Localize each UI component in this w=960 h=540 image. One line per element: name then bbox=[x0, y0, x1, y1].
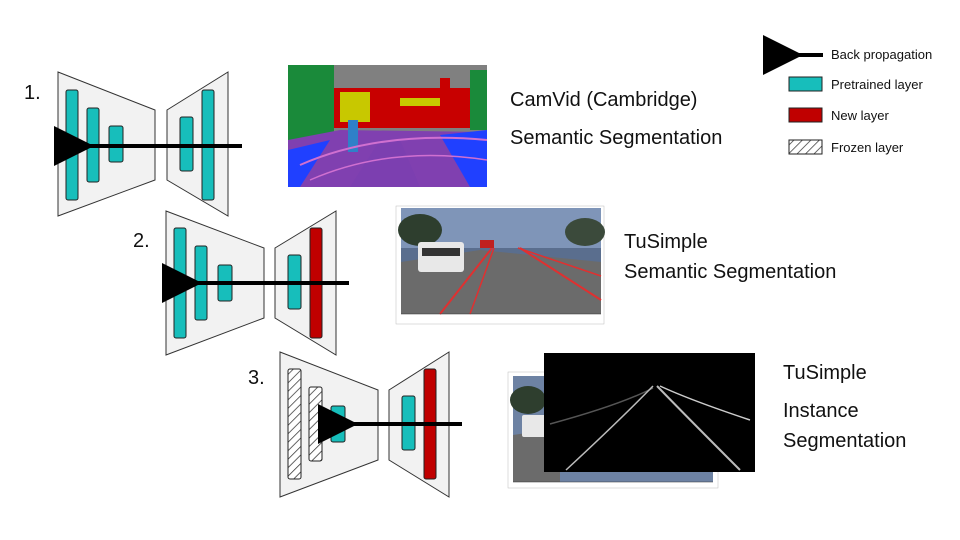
legend-backprop-label: Back propagation bbox=[831, 47, 933, 62]
row2-number: 2. bbox=[133, 230, 150, 252]
legend-pretrained-label: Pretrained layer bbox=[831, 77, 923, 92]
row2-title-line2: Semantic Segmentation bbox=[624, 261, 837, 283]
row3-number: 3. bbox=[248, 367, 265, 389]
row1-network bbox=[53, 71, 242, 217]
legend-new-swatch bbox=[788, 107, 823, 123]
row3-title-line1: TuSimple bbox=[783, 362, 867, 384]
legend-pretrained-swatch bbox=[788, 76, 823, 92]
row2-road-image bbox=[395, 205, 605, 325]
row1-title-line2: Semantic Segmentation bbox=[510, 127, 723, 149]
row1-title-line1: CamVid (Cambridge) bbox=[510, 89, 698, 111]
row3-enc-layer-3 bbox=[330, 405, 346, 443]
legend-frozen-swatch bbox=[788, 139, 823, 155]
row3-network bbox=[279, 351, 462, 498]
row2-enc-layer-1 bbox=[173, 227, 187, 339]
legend-frozen-label: Frozen layer bbox=[831, 140, 904, 155]
row1-enc-layer-1 bbox=[65, 89, 79, 201]
legend-new-label: New layer bbox=[831, 108, 889, 123]
row1-number: 1. bbox=[24, 82, 41, 104]
row3-title-line3: Segmentation bbox=[783, 430, 907, 452]
legend bbox=[763, 35, 823, 155]
row3-enc-layer-2-frozen bbox=[308, 386, 323, 462]
row2-title-line1: TuSimple bbox=[624, 231, 708, 253]
row3-title-line2: Instance bbox=[783, 400, 859, 422]
row3-enc-layer-1-frozen bbox=[287, 368, 302, 480]
row3-instance-mask-image bbox=[544, 353, 755, 472]
row1-segmentation-image bbox=[288, 65, 488, 187]
row2-network bbox=[162, 210, 349, 356]
